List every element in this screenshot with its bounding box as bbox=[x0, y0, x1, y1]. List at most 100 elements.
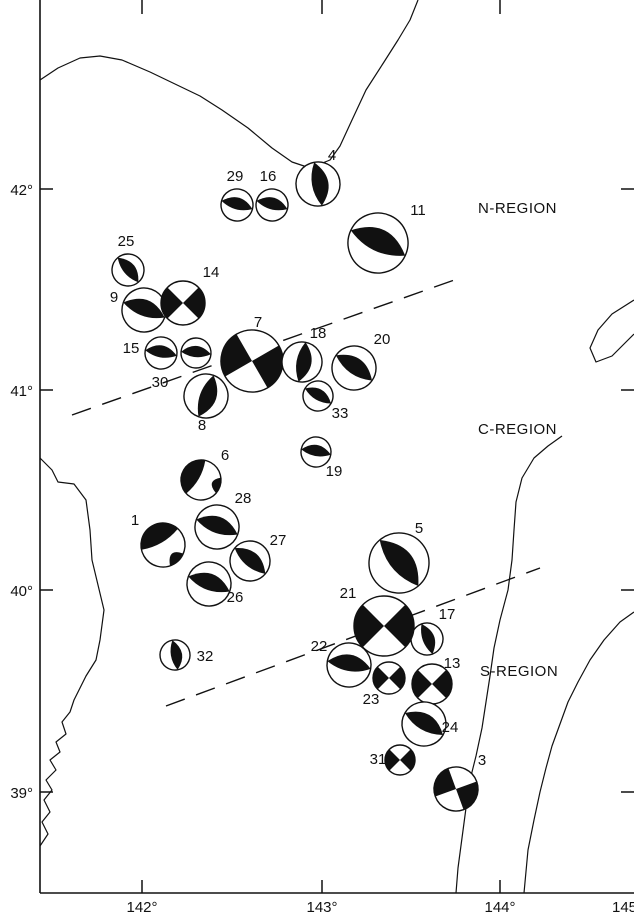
focal-mechanism-8: 8 bbox=[183, 373, 229, 434]
event-label-29: 29 bbox=[227, 168, 244, 185]
region-label-south: S-REGION bbox=[480, 663, 558, 680]
region-label-north: N-REGION bbox=[478, 200, 557, 217]
focal-mechanism-28: 28 bbox=[194, 490, 251, 550]
beachball-11 bbox=[347, 212, 409, 274]
beachball-4 bbox=[295, 161, 341, 207]
event-label-27: 27 bbox=[270, 532, 287, 549]
beachball-23 bbox=[372, 661, 406, 695]
trench-contour bbox=[523, 611, 634, 894]
lon-label-142: 142° bbox=[126, 899, 157, 916]
event-label-23: 23 bbox=[363, 691, 380, 708]
event-label-24: 24 bbox=[442, 719, 459, 736]
beachball-27 bbox=[229, 540, 271, 582]
event-label-32: 32 bbox=[197, 648, 214, 665]
event-label-13: 13 bbox=[444, 655, 461, 672]
beachball-6 bbox=[180, 459, 222, 501]
beachball-5 bbox=[368, 532, 430, 594]
focal-mechanism-6: 6 bbox=[180, 447, 229, 501]
beachball-3 bbox=[433, 766, 479, 812]
beachball-17 bbox=[410, 622, 444, 656]
event-label-7: 7 bbox=[254, 314, 262, 331]
focal-mechanism-25: 25 bbox=[111, 233, 145, 287]
beachball-1 bbox=[140, 522, 186, 568]
focal-mechanism-22: 22 bbox=[311, 638, 372, 688]
beachball-7 bbox=[220, 329, 284, 393]
coastlines bbox=[39, 0, 634, 894]
focal-mechanism-7: 7 bbox=[220, 314, 284, 393]
focal-mechanism-4: 4 bbox=[295, 147, 341, 207]
honshu-coast bbox=[39, 457, 105, 847]
lon-label-145: 145° bbox=[612, 899, 634, 916]
beachball-14 bbox=[160, 280, 206, 326]
beachball-25 bbox=[111, 253, 145, 287]
focal-mechanism-16: 16 bbox=[255, 168, 289, 222]
event-label-3: 3 bbox=[478, 752, 486, 769]
focal-mechanism-13: 13 bbox=[411, 655, 461, 705]
event-label-17: 17 bbox=[439, 606, 456, 623]
focal-mechanism-26: 26 bbox=[186, 561, 244, 607]
focal-mechanism-18: 18 bbox=[281, 325, 327, 383]
focal-mechanism-15: 15 bbox=[123, 336, 178, 370]
cs-boundary bbox=[165, 567, 541, 707]
lat-label-42: 42° bbox=[10, 182, 33, 199]
event-label-16: 16 bbox=[260, 168, 277, 185]
event-label-22: 22 bbox=[311, 638, 328, 655]
beachball-16 bbox=[255, 188, 289, 222]
focal-mechanism-5: 5 bbox=[368, 520, 430, 594]
event-label-20: 20 bbox=[374, 331, 391, 348]
focal-mechanism-19: 19 bbox=[300, 436, 343, 480]
focal-mechanism-32: 32 bbox=[159, 639, 214, 671]
beachball-24 bbox=[401, 701, 447, 747]
focal-mechanism-1: 1 bbox=[131, 512, 186, 568]
lon-label-143: 143° bbox=[306, 899, 337, 916]
beachball-9 bbox=[121, 287, 167, 333]
event-label-9: 9 bbox=[110, 289, 118, 306]
focal-mechanism-9: 9 bbox=[110, 287, 167, 333]
event-label-21: 21 bbox=[340, 585, 357, 602]
region-label-central: C-REGION bbox=[478, 421, 557, 438]
frame-ticks bbox=[40, 0, 634, 893]
lat-label-39: 39° bbox=[10, 785, 33, 802]
lon-label-144: 144° bbox=[484, 899, 515, 916]
latitude-labels: 42° 41° 40° 39° bbox=[10, 182, 33, 802]
beachball-32 bbox=[159, 639, 191, 671]
beachball-19 bbox=[300, 436, 332, 468]
region-labels: N-REGION C-REGION S-REGION bbox=[478, 200, 558, 680]
map-frame bbox=[39, 0, 634, 894]
beachball-13 bbox=[411, 663, 453, 705]
focal-mechanism-30: 30 bbox=[152, 337, 212, 391]
event-label-18: 18 bbox=[310, 325, 327, 342]
beachball-29 bbox=[220, 188, 254, 222]
focal-mechanism-17: 17 bbox=[410, 606, 456, 656]
beachball-20 bbox=[331, 345, 377, 391]
event-label-33: 33 bbox=[332, 405, 349, 422]
focal-mechanisms: 1345678911131415161718192021222324252627… bbox=[110, 147, 486, 812]
event-label-26: 26 bbox=[227, 589, 244, 606]
focal-mechanism-23: 23 bbox=[363, 661, 406, 708]
beachball-30 bbox=[180, 337, 212, 369]
lat-label-40: 40° bbox=[10, 583, 33, 600]
event-label-14: 14 bbox=[203, 264, 220, 281]
focal-mechanism-31: 31 bbox=[370, 744, 416, 776]
beachball-8 bbox=[183, 373, 229, 419]
event-label-25: 25 bbox=[118, 233, 135, 250]
longitude-labels: 142° 143° 144° 145° bbox=[126, 899, 634, 916]
lat-label-41: 41° bbox=[10, 383, 33, 400]
focal-mechanism-20: 20 bbox=[331, 331, 391, 391]
beachball-18 bbox=[281, 341, 323, 383]
beachball-28 bbox=[194, 504, 240, 550]
beachball-26 bbox=[186, 561, 232, 607]
focal-mechanism-11: 11 bbox=[347, 202, 426, 274]
focal-mechanism-14: 14 bbox=[160, 264, 220, 326]
event-label-19: 19 bbox=[326, 463, 343, 480]
focal-mechanism-24: 24 bbox=[401, 701, 459, 747]
event-label-31: 31 bbox=[370, 751, 387, 768]
event-label-11: 11 bbox=[410, 202, 426, 219]
event-label-5: 5 bbox=[415, 520, 423, 537]
focal-mechanism-29: 29 bbox=[220, 168, 254, 222]
event-label-15: 15 bbox=[123, 340, 140, 357]
seamount-contour bbox=[589, 299, 634, 363]
event-label-8: 8 bbox=[198, 417, 206, 434]
event-label-30: 30 bbox=[152, 374, 169, 391]
